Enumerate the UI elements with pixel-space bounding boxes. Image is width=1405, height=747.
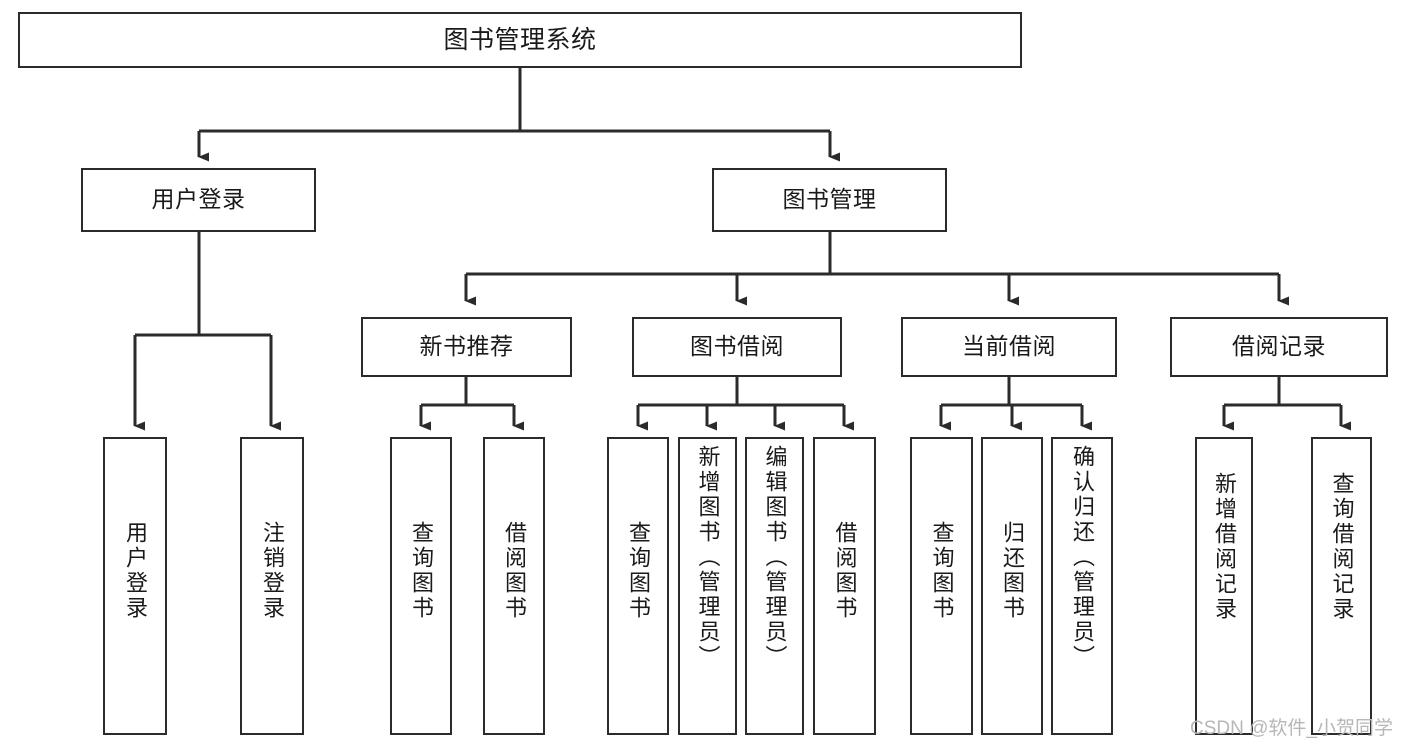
node-borrow-record[interactable]: 借阅记录: [1170, 317, 1388, 377]
node-leaf-logout-label: 注销登录: [260, 521, 285, 621]
node-user-login-label: 用户登录: [151, 186, 246, 213]
node-leaf-query-book-2[interactable]: 查询图书: [607, 437, 669, 735]
node-book-borrow-label: 图书借阅: [690, 333, 784, 360]
node-book-manage[interactable]: 图书管理: [712, 168, 947, 232]
node-leaf-confirm-return[interactable]: 确认归还（管理员）: [1051, 437, 1113, 735]
node-leaf-query-record-label: 查询借阅记录: [1329, 472, 1355, 622]
node-current-borrow-label: 当前借阅: [962, 333, 1056, 360]
node-new-book-rec-label: 新书推荐: [419, 333, 514, 360]
node-leaf-borrow-book-1[interactable]: 借阅图书: [483, 437, 545, 735]
node-leaf-user-login[interactable]: 用户登录: [103, 437, 167, 735]
node-book-manage-label: 图书管理: [782, 186, 877, 213]
node-leaf-query-book-1-label: 查询图书: [409, 521, 434, 621]
node-leaf-add-record-label: 新增借阅记录: [1212, 472, 1237, 622]
node-leaf-return-book[interactable]: 归还图书: [981, 437, 1043, 735]
node-leaf-add-book[interactable]: 新增图书（管理员）: [678, 437, 737, 735]
node-leaf-edit-book-label: 编辑图书（管理员）: [762, 445, 788, 670]
node-leaf-query-book-2-label: 查询图书: [626, 521, 651, 621]
node-leaf-confirm-return-label: 确认归还（管理员）: [1070, 445, 1095, 670]
node-root[interactable]: 图书管理系统: [18, 12, 1022, 68]
node-leaf-query-book-3[interactable]: 查询图书: [910, 437, 973, 735]
node-leaf-add-book-label: 新增图书（管理员）: [695, 445, 721, 670]
node-new-book-rec[interactable]: 新书推荐: [361, 317, 572, 377]
node-leaf-borrow-book-1-label: 借阅图书: [502, 521, 527, 621]
node-user-login[interactable]: 用户登录: [81, 168, 316, 232]
node-leaf-query-record[interactable]: 查询借阅记录: [1311, 437, 1372, 735]
node-leaf-return-book-label: 归还图书: [1000, 521, 1025, 621]
node-leaf-borrow-book-2[interactable]: 借阅图书: [813, 437, 876, 735]
node-leaf-logout[interactable]: 注销登录: [240, 437, 304, 735]
node-current-borrow[interactable]: 当前借阅: [901, 317, 1117, 377]
node-leaf-query-book-1[interactable]: 查询图书: [390, 437, 452, 735]
node-leaf-user-login-label: 用户登录: [123, 521, 148, 621]
node-root-label: 图书管理系统: [443, 26, 597, 54]
node-leaf-query-book-3-label: 查询图书: [929, 521, 955, 621]
node-leaf-borrow-book-2-label: 借阅图书: [832, 521, 858, 621]
node-leaf-add-record[interactable]: 新增借阅记录: [1195, 437, 1253, 735]
node-leaf-edit-book[interactable]: 编辑图书（管理员）: [745, 437, 804, 735]
node-borrow-record-label: 借阅记录: [1232, 333, 1326, 360]
node-book-borrow[interactable]: 图书借阅: [632, 317, 842, 377]
